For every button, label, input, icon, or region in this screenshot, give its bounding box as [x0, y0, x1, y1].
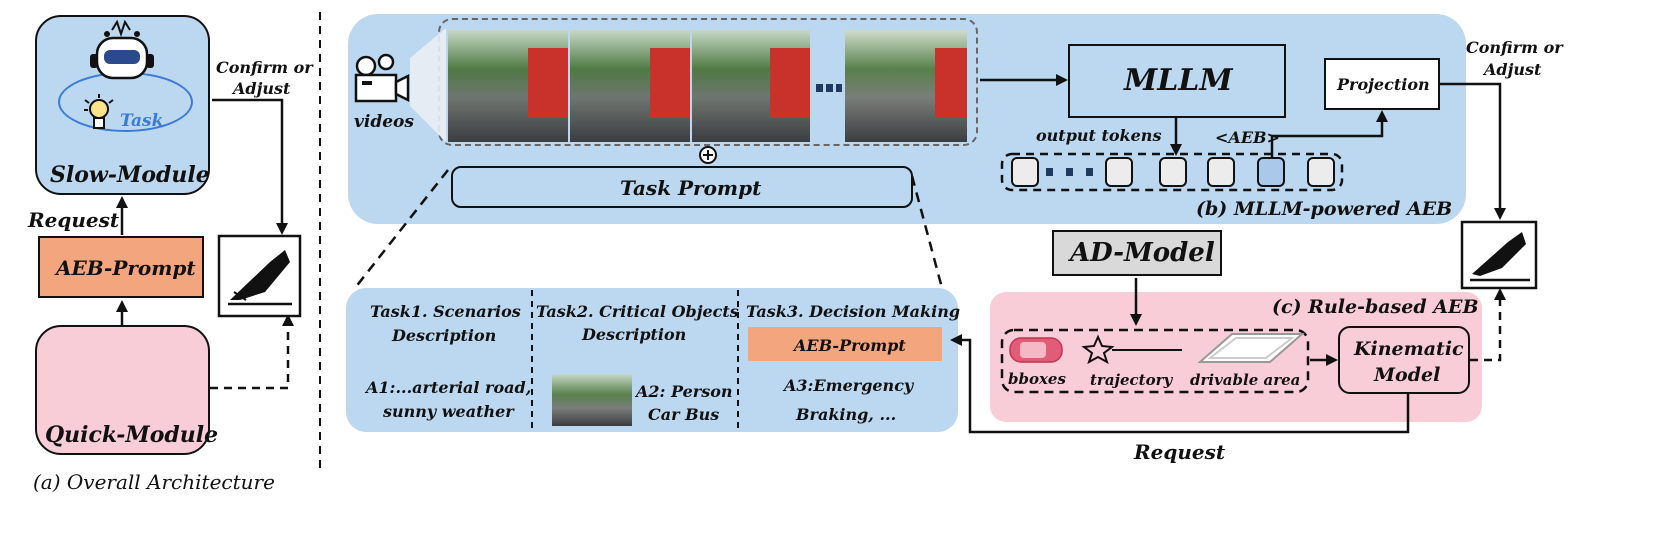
- task-label: Task: [120, 111, 164, 131]
- bboxes-label: bboxes: [1008, 370, 1066, 388]
- task-prompt-label: Task Prompt: [620, 176, 762, 200]
- task2-thumbnail: [552, 374, 632, 426]
- kinematic-model-box: [1338, 326, 1470, 394]
- mllm-box: [1068, 44, 1286, 118]
- task2-title-1: Task2. Critical Objects: [536, 302, 739, 321]
- kinematic-label-2: Model: [1374, 364, 1441, 386]
- bus-4: [935, 48, 967, 118]
- projection-box: [1324, 58, 1440, 110]
- brake-pedal-icon: [217, 234, 302, 318]
- projection-label: Projection: [1337, 75, 1430, 94]
- mllm-label: MLLM: [1124, 63, 1233, 98]
- drivable-area-label: drivable area: [1190, 371, 1301, 389]
- trajectory-label: trajectory: [1090, 371, 1173, 389]
- task3-aeb-prompt-label: AEB-Prompt: [794, 336, 906, 355]
- task2-answer-1: A2: Person: [636, 382, 733, 401]
- confirm-label-b-2: Adjust: [1484, 60, 1542, 79]
- task1-title-1: Task1. Scenarios: [370, 302, 521, 321]
- task3-answer-1: A3:Emergency: [784, 376, 914, 395]
- caption-c: (c) Rule-based AEB: [1272, 296, 1479, 318]
- confirm-label-a-1: Confirm or: [216, 58, 313, 77]
- video-camera-icon: [354, 53, 410, 103]
- task1-answer-2: sunny weather: [383, 402, 514, 421]
- ad-model-box: [1052, 230, 1222, 276]
- output-tokens: [1011, 157, 1335, 187]
- bus-3: [770, 48, 810, 118]
- confirm-label-a-2: Adjust: [233, 79, 291, 98]
- task3-aeb-prompt-box: [748, 327, 942, 361]
- aeb-prompt-label: AEB-Prompt: [56, 256, 196, 280]
- road-icon: [1197, 333, 1305, 363]
- aeb-token-label: <AEB>: [1215, 128, 1280, 147]
- task1-title-2: Description: [392, 326, 497, 345]
- aeb-prompt-box: [38, 236, 204, 298]
- ellipsis-dots: [816, 84, 842, 92]
- caption-b: (b) MLLM-powered AEB: [1196, 198, 1453, 220]
- caption-a: (a) Overall Architecture: [33, 470, 275, 494]
- slow-module-label: Slow-Module: [50, 162, 210, 188]
- task2-answer-2: Car Bus: [648, 405, 720, 424]
- quick-module-box: [35, 325, 210, 455]
- robot-icon: [90, 19, 154, 80]
- task2-title-2: Description: [582, 325, 687, 344]
- lightbulb-icon: [84, 94, 114, 129]
- request-label: Request: [28, 208, 120, 232]
- quick-module-label: Quick-Module: [45, 422, 219, 448]
- kinematic-label-1: Kinematic: [1354, 338, 1464, 360]
- car-icon: [1009, 337, 1063, 363]
- brake-pedal-icon: [1460, 220, 1538, 290]
- task1-answer-1: A1:...arterial road,: [366, 378, 532, 397]
- videos-label: videos: [354, 112, 414, 132]
- request-label-c: Request: [1134, 440, 1226, 464]
- task-prompt-box: [451, 166, 913, 208]
- confirm-label-b-1: Confirm or: [1466, 38, 1563, 57]
- star-icon: [1081, 334, 1115, 365]
- task3-answer-2: Braking, ...: [796, 405, 897, 424]
- ad-model-label: AD-Model: [1070, 238, 1215, 268]
- task3-title: Task3. Decision Making: [746, 302, 961, 321]
- bus-1: [528, 48, 568, 118]
- output-tokens-label: output tokens: [1036, 126, 1162, 145]
- bus-2: [650, 48, 690, 118]
